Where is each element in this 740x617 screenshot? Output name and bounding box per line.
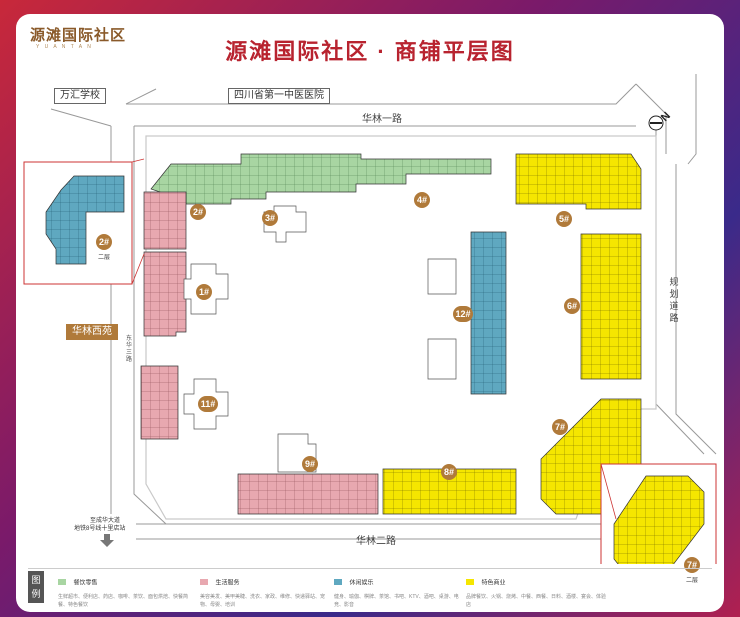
inset-left-floor-label: 二层 xyxy=(98,255,111,261)
road-top-label: 华林一路 xyxy=(362,114,402,125)
legend-title: 图例 xyxy=(28,571,44,603)
road-right-label: 规划道路 xyxy=(669,277,679,323)
building-label-4[interactable]: 4# xyxy=(414,192,430,208)
page-title: 源滩国际社区 · 商铺平层图 xyxy=(225,39,515,64)
legend: 图例 餐饮零售 生鲜超市、便利店、药店、咖啡、茶饮、面包烘焙、快餐简餐、特色餐饮… xyxy=(28,568,712,608)
building-label-12[interactable]: 12# xyxy=(453,306,473,322)
building-label-11[interactable]: 11# xyxy=(198,396,218,412)
inset-right-floor-label: 二层 xyxy=(686,578,699,584)
inset-right-building-label[interactable]: 7# xyxy=(684,557,700,573)
legend-item-blue: 休闲娱乐 健身、瑜伽、棋牌、茶馆、书吧、KTV、酒吧、桌游、电竞、影音 xyxy=(334,573,464,609)
legend-item-green: 餐饮零售 生鲜超市、便利店、药店、咖啡、茶饮、面包烘焙、快餐简餐、特色餐饮 xyxy=(58,573,188,609)
floor-plan-card: 源滩国际社区 Y U A N T A N 源滩国际社区 · 商铺平层图 xyxy=(16,14,724,612)
legend-swatch-green xyxy=(58,578,66,585)
building-label-8[interactable]: 8# xyxy=(441,464,457,480)
road-bottom-label: 华林二路 xyxy=(356,536,396,547)
building-label-1[interactable]: 1# xyxy=(196,284,212,300)
huayuan-label: 华林西苑 xyxy=(66,324,118,340)
building-label-2[interactable]: 2# xyxy=(190,204,206,220)
legend-swatch-yellow xyxy=(466,578,474,585)
brand-logo-subtitle: Y U A N T A N xyxy=(36,44,93,50)
building-label-3[interactable]: 3# xyxy=(262,210,278,226)
brand-logo: 源滩国际社区 xyxy=(30,26,127,44)
building-label-6[interactable]: 6# xyxy=(564,298,580,314)
building-label-5[interactable]: 5# xyxy=(556,211,572,227)
hospital-label: 四川省第一中医医院 xyxy=(228,88,330,104)
legend-name: 餐饮零售 xyxy=(73,580,98,587)
legend-desc: 美容美发、美甲美睫、洗衣、家政、维修、快递驿站、宠物、母婴、培训 xyxy=(200,594,326,608)
legend-desc: 健身、瑜伽、棋牌、茶馆、书吧、KTV、酒吧、桌游、电竞、影音 xyxy=(334,594,459,608)
legend-swatch-blue xyxy=(334,578,342,585)
school-label: 万汇学校 xyxy=(54,88,106,104)
legend-swatch-pink xyxy=(200,578,208,585)
legend-desc: 生鲜超市、便利店、药店、咖啡、茶饮、面包烘焙、快餐简餐、特色餐饮 xyxy=(58,594,189,608)
road-left-label: 东华三路 xyxy=(125,336,132,363)
legend-desc: 品牌餐饮、火锅、烧烤、中餐、西餐、日料、酒楼、宴会、体验店 xyxy=(466,594,607,608)
legend-item-pink: 生活服务 美容美发、美甲美睫、洗衣、家政、维修、快递驿站、宠物、母婴、培训 xyxy=(200,573,330,609)
site-map xyxy=(23,74,717,564)
building-label-9[interactable]: 9# xyxy=(302,456,318,472)
legend-name: 休闲娱乐 xyxy=(349,580,374,587)
legend-name: 特色商业 xyxy=(481,580,506,587)
legend-name: 生活服务 xyxy=(215,580,240,587)
exit-note-2: 地铁8号线十里店站 xyxy=(74,526,126,532)
inset-left-building-label[interactable]: 2# xyxy=(96,234,112,250)
building-label-7[interactable]: 7# xyxy=(552,419,568,435)
legend-item-yellow: 特色商业 品牌餐饮、火锅、烧烤、中餐、西餐、日料、酒楼、宴会、体验店 xyxy=(466,573,606,609)
exit-note-1: 至成华大道 xyxy=(90,518,121,524)
